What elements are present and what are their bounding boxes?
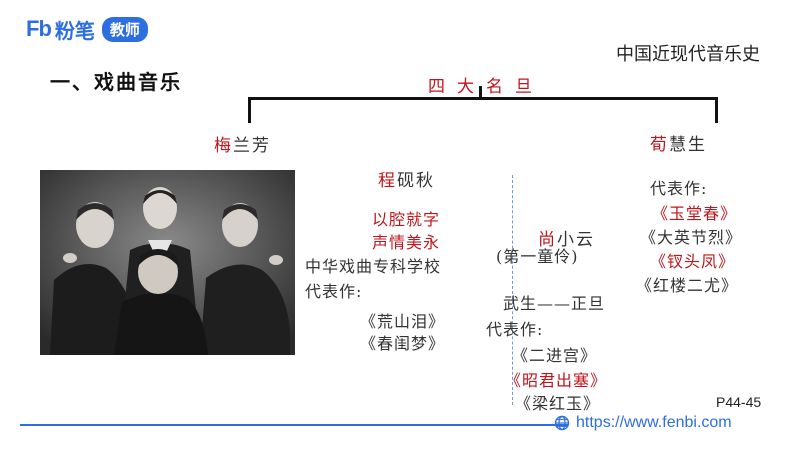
- cheng-work: 《春闺梦》: [360, 334, 446, 353]
- performer-mei-first-char: 梅: [214, 136, 233, 156]
- fenbi-logo: Fb 粉笔 教师: [26, 16, 148, 43]
- xun-work-highlighted: 《钗头凤》: [650, 252, 736, 271]
- section-title: 一、戏曲音乐: [50, 70, 182, 94]
- shang-work: 《梁红玉》: [515, 394, 601, 413]
- logo-mark: Fb: [26, 16, 52, 41]
- performer-shang-name: 尚小云: [538, 225, 595, 250]
- cheng-school: 中华戏曲专科学校: [305, 257, 442, 276]
- logo-name: 粉笔: [54, 18, 95, 43]
- cheng-work: 《荒山泪》: [360, 312, 446, 331]
- xun-works-label: 代表作:: [650, 179, 708, 198]
- performer-cheng-name: 程砚秋: [378, 166, 435, 191]
- performer-xun-rest: 慧生: [669, 135, 707, 155]
- dashed-divider: [512, 175, 513, 405]
- performer-shang-rest: 小云: [557, 230, 595, 250]
- logo-tag: 教师: [101, 16, 148, 42]
- course-title: 中国近现代音乐史: [616, 44, 760, 65]
- performer-xun-first-char: 荀: [650, 135, 669, 155]
- cheng-feature-2: 声情美永: [372, 233, 441, 252]
- xun-work-highlighted: 《玉堂春》: [652, 204, 738, 223]
- cheng-works-label: 代表作:: [305, 282, 363, 301]
- shang-work-highlighted: 《昭君出塞》: [505, 371, 608, 390]
- footer-url: https://www.fenbi.com: [576, 414, 732, 431]
- performer-shang-first-char: 尚: [538, 230, 557, 250]
- group-bracket: [248, 97, 718, 123]
- footer-link[interactable]: https://www.fenbi.com: [554, 414, 732, 432]
- cheng-feature-1: 以腔就字: [372, 210, 441, 229]
- shang-role: 武生——正旦: [503, 294, 606, 313]
- shang-works-label: 代表作:: [486, 320, 544, 339]
- footer-rule: [20, 424, 568, 426]
- shang-note: (第一童伶): [496, 247, 579, 266]
- performer-cheng-first-char: 程: [378, 171, 397, 191]
- shang-work: 《二进宫》: [512, 346, 598, 365]
- globe-icon: [554, 415, 570, 431]
- xun-work: 《大英节烈》: [640, 228, 743, 247]
- performer-mei-rest: 兰芳: [233, 136, 271, 156]
- group-title: 四大名旦: [428, 77, 544, 97]
- performer-cheng-rest: 砚秋: [397, 171, 435, 191]
- page-reference: P44-45: [716, 394, 762, 410]
- performer-mei-name: 梅兰芳: [214, 131, 271, 156]
- bracket-center-tick: [479, 86, 482, 100]
- four-performers-photo: [40, 170, 295, 355]
- performer-xun-name: 荀慧生: [650, 130, 707, 155]
- xun-work: 《红楼二尤》: [636, 276, 739, 295]
